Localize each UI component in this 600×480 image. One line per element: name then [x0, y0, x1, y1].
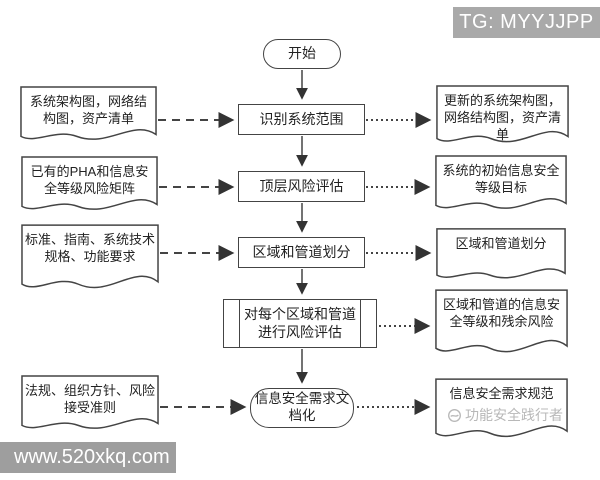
output-doc-zone-conduit-partition: 区域和管道划分	[436, 228, 566, 286]
input-doc-architecture: 系统架构图，网络结构图，资产清单	[20, 86, 157, 148]
step-label: 信息安全需求文档化	[254, 391, 350, 423]
output-doc-security-requirements-spec: 信息安全需求规范	[435, 378, 568, 446]
document-shape	[435, 378, 568, 446]
doc-label: 区域和管道的信息安全等级和残余风险	[442, 297, 560, 329]
document-shape	[21, 375, 159, 437]
output-doc-initial-security-target: 系统的初始信息安全等级目标	[435, 155, 567, 217]
watermark-logo-icon	[448, 408, 461, 422]
step-identify-system-scope: 识别系统范围	[238, 104, 365, 135]
doc-label: 已有的PHA和信息安全等级风险矩阵	[30, 164, 149, 196]
doc-label: 更新的系统架构图，网络结构图，资产清单	[443, 93, 561, 142]
doc-label: 系统的初始信息安全等级目标	[442, 163, 560, 195]
input-doc-regulations: 法规、组织方针、风险接受准则	[21, 375, 159, 437]
document-shape	[20, 86, 157, 148]
watermark-text: 功能安全践行者	[465, 407, 563, 423]
doc-label: 系统架构图，网络结构图，资产清单	[29, 94, 147, 126]
step-label: 顶层风险评估	[259, 177, 344, 194]
start-node: 开始	[263, 39, 341, 69]
document-shape	[21, 224, 159, 298]
document-shape	[435, 289, 568, 362]
tg-banner: TG: MYYJJPP	[453, 7, 600, 38]
step-label: 区域和管道划分	[252, 243, 351, 260]
input-doc-standards: 标准、指南、系统技术规格、功能要求	[21, 224, 159, 298]
wechat-watermark: 功能安全践行者	[447, 405, 575, 425]
predefined-process-bar	[360, 300, 361, 347]
document-shape	[21, 156, 158, 218]
output-doc-updated-architecture: 更新的系统架构图，网络结构图，资产清单	[436, 85, 569, 151]
doc-label: 信息安全需求规范	[449, 386, 554, 401]
step-zone-conduit-partition: 区域和管道划分	[238, 237, 365, 268]
doc-label: 标准、指南、系统技术规格、功能要求	[25, 232, 156, 264]
step-risk-assessment-per-zone: 对每个区域和管道进行风险评估	[223, 299, 377, 348]
step-label: 识别系统范围	[259, 110, 344, 127]
document-shape	[436, 228, 566, 286]
output-doc-security-level-residual-risk: 区域和管道的信息安全等级和残余风险	[435, 289, 568, 362]
site-url-banner: www.520xkq.com	[0, 442, 176, 473]
step-label: 对每个区域和管道进行风险评估	[244, 306, 356, 340]
start-label: 开始	[288, 45, 316, 62]
input-doc-pha-matrix: 已有的PHA和信息安全等级风险矩阵	[21, 156, 158, 218]
document-shape	[435, 155, 567, 217]
doc-label: 法规、组织方针、风险接受准则	[25, 383, 156, 415]
document-shape	[436, 85, 569, 151]
step-document-security-requirements: 信息安全需求文档化	[250, 388, 354, 428]
step-top-level-risk-assessment: 顶层风险评估	[238, 171, 365, 202]
doc-label: 区域和管道划分	[455, 236, 547, 251]
predefined-process-bar	[239, 300, 240, 347]
